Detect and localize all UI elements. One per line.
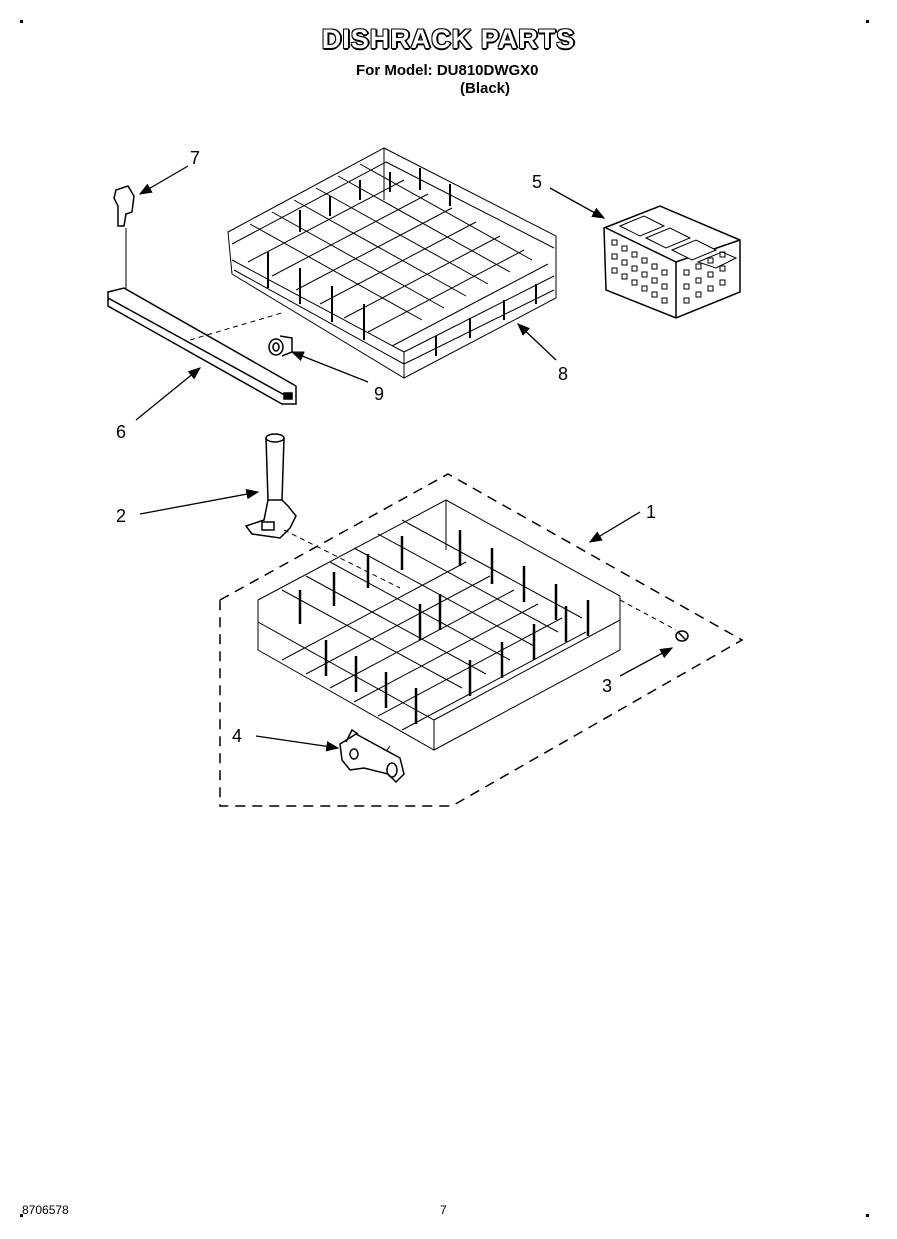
upper-rack-part-8 [227, 147, 557, 379]
callout-6: 6 [116, 422, 126, 442]
callout-7: 7 [190, 148, 200, 168]
callout-9: 9 [374, 384, 384, 404]
lower-rack-part-1 [257, 499, 621, 751]
document-code: 8706578 [22, 1203, 69, 1217]
basket-part-5 [603, 205, 741, 319]
callout-4: 4 [232, 726, 242, 746]
rail-part-6 [107, 287, 297, 405]
page-title: DISHRACK PARTS [321, 24, 576, 54]
registration-marks [20, 20, 869, 1217]
color-line: (Black) [460, 80, 511, 97]
callout-3: 3 [602, 676, 612, 696]
callout-8: 8 [558, 364, 568, 384]
callout-5: 5 [532, 172, 542, 192]
leader-arrows [135, 165, 674, 752]
callout-2: 2 [116, 506, 126, 526]
tube-part-2 [244, 433, 297, 539]
bracket-part-4 [339, 728, 405, 784]
model-line: For Model: DU810DWGX0 [356, 62, 539, 79]
clip-part-7 [113, 185, 135, 290]
lower-rack-group-outline [219, 473, 744, 807]
cap-part-3 [675, 630, 689, 642]
callout-1: 1 [646, 502, 656, 522]
roller-part-9 [268, 335, 293, 357]
page-number: 7 [440, 1203, 447, 1217]
